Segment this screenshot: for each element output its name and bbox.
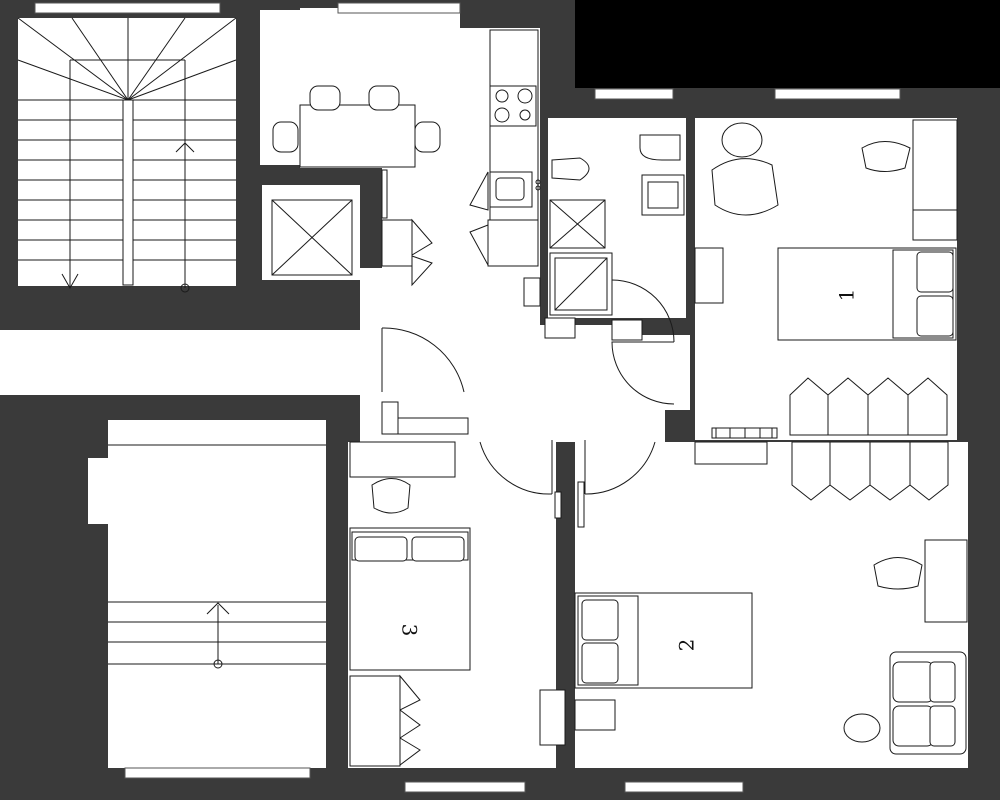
bedroom-3: 3: [349, 441, 585, 767]
doors: [381, 279, 675, 495]
wardrobe-1: [789, 377, 948, 436]
bedroom-2: 2: [539, 441, 968, 755]
upper-staircase: [17, 17, 237, 293]
burner-icon: [495, 89, 509, 103]
room-label-1: 1: [835, 289, 859, 302]
dining-chair-icon: [272, 85, 441, 153]
bathroom: [544, 134, 685, 341]
desk-chair-icon: [861, 141, 911, 172]
side-table-icon: [843, 713, 881, 743]
dining-area: [272, 85, 441, 168]
toilet-icon: [639, 134, 681, 161]
lower-staircase: [108, 444, 326, 669]
bedroom-1: 1: [694, 119, 958, 439]
desk-chair-icon: [873, 557, 923, 590]
wardrobe-2: [791, 441, 949, 501]
elevator: [271, 199, 353, 276]
armchair-icon: [711, 158, 779, 216]
room-label-2: 2: [675, 639, 699, 652]
kitchen: [381, 29, 541, 307]
room-label-3: 3: [398, 624, 422, 637]
desk-chair-icon: [371, 478, 411, 514]
side-table-icon: [721, 122, 763, 158]
bidet-icon: [551, 157, 590, 181]
floors: [0, 8, 968, 768]
windows: [34, 2, 901, 793]
